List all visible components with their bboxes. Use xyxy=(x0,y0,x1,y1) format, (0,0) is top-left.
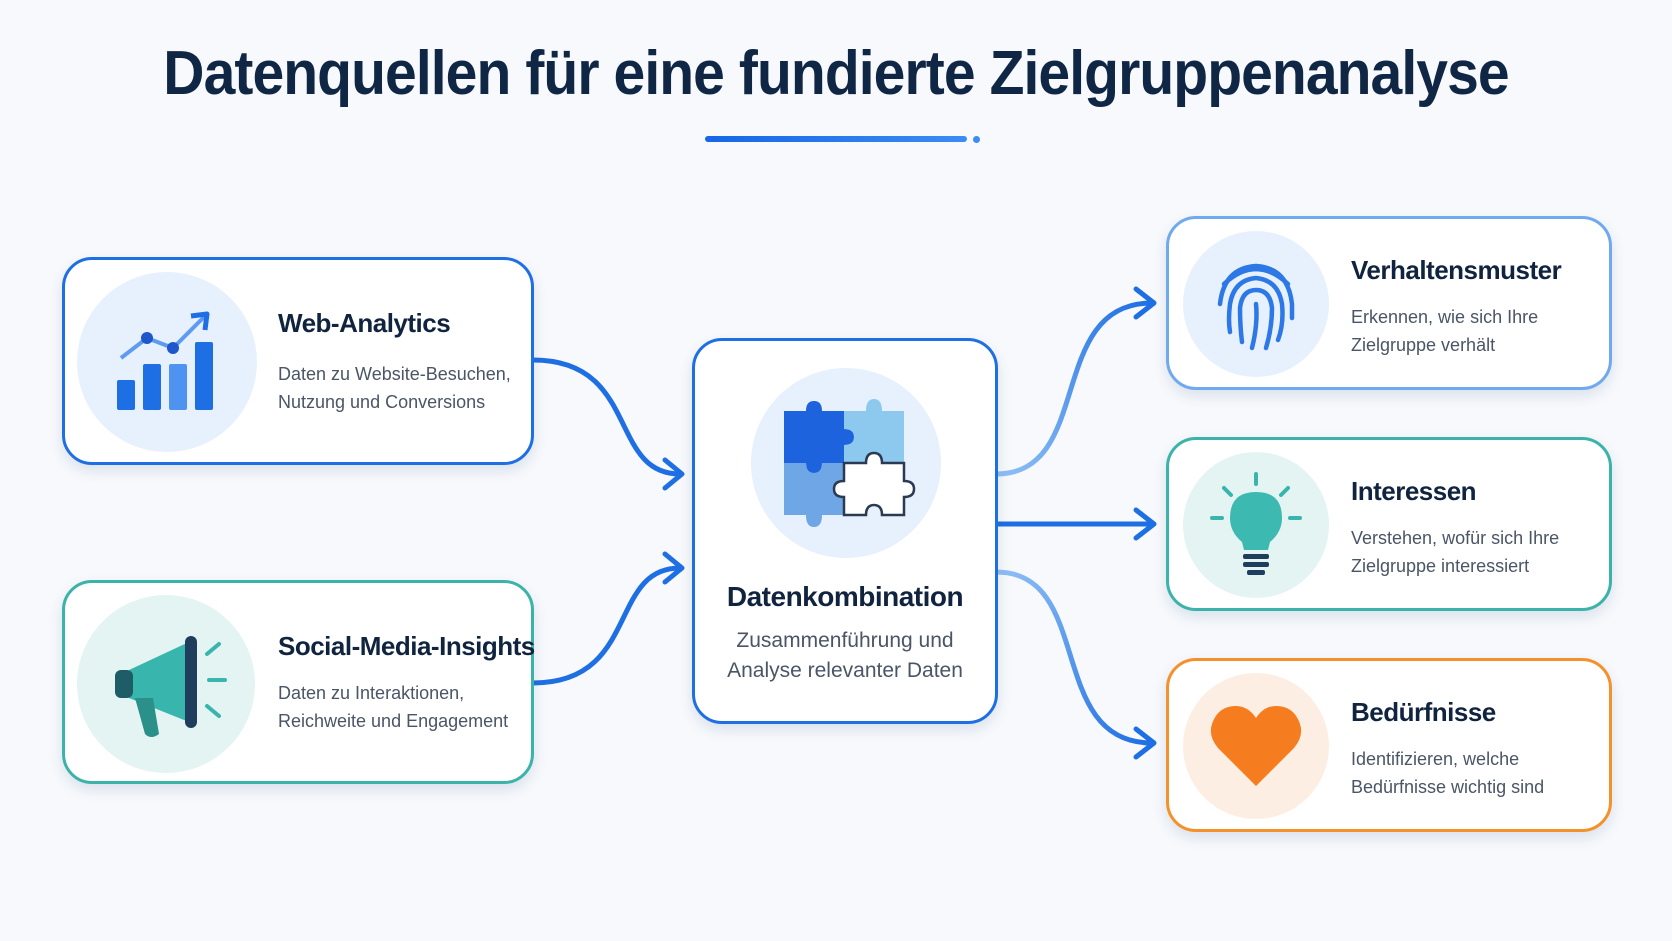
output-card-verhaltensmuster: Verhaltensmuster Erkennen, wie sich Ihre… xyxy=(1166,216,1612,390)
title-underline xyxy=(705,136,967,142)
heart-icon xyxy=(1210,706,1302,786)
arrow-center-to-behavior xyxy=(993,300,1155,477)
lightbulb-icon xyxy=(1210,472,1302,575)
page-title: Datenquellen für eine fundierte Zielgrup… xyxy=(163,39,1509,108)
source-description: Daten zu Website-Besuchen, Nutzung und C… xyxy=(278,364,511,412)
output-title: Interessen xyxy=(1351,476,1477,506)
source-title: Web-Analytics xyxy=(278,308,451,338)
output-card-beduerfnisse: Bedürfnisse Identifizieren, welche Bedür… xyxy=(1166,658,1612,832)
puzzle-icon-circle xyxy=(751,368,941,558)
bar-chart-trend-icon xyxy=(117,311,213,410)
title-underline-dot xyxy=(973,136,980,143)
output-card-interessen: Interessen Verstehen, wofür sich Ihre Zi… xyxy=(1166,437,1612,611)
source-title: Social-Media-Insights xyxy=(278,631,535,661)
fingerprint-icon xyxy=(1217,263,1295,351)
output-description: Verstehen, wofür sich Ihre Zielgruppe in… xyxy=(1351,528,1560,576)
source-description: Daten zu Interaktionen, Reichweite und E… xyxy=(278,683,509,731)
needs-icon-circle xyxy=(1183,673,1329,819)
center-title: Datenkombination xyxy=(726,581,964,612)
output-description: Erkennen, wie sich Ihre Zielgruppe verhä… xyxy=(1351,307,1539,355)
output-title: Bedürfnisse xyxy=(1351,697,1496,727)
web-analytics-icon-circle xyxy=(77,272,257,452)
output-description: Identifizieren, welche Bedürfnisse wicht… xyxy=(1351,749,1545,797)
puzzle-icon xyxy=(784,399,916,527)
megaphone-icon xyxy=(115,636,227,737)
center-description: Zusammenführung und Analyse relevanter D… xyxy=(727,629,963,682)
interests-icon-circle xyxy=(1183,452,1329,598)
center-card-datenkombination: Datenkombination Zusammenführung und Ana… xyxy=(692,338,998,724)
social-media-icon-circle xyxy=(77,595,255,773)
arrow-center-to-needs xyxy=(993,569,1155,746)
behavior-icon-circle xyxy=(1183,231,1329,377)
arrow-web-analytics-to-center xyxy=(530,357,683,477)
source-card-web-analytics: Web-Analytics Daten zu Website-Besuchen,… xyxy=(62,257,534,465)
source-card-social-media-insights: Social-Media-Insights Daten zu Interakti… xyxy=(62,580,535,784)
arrow-social-to-center xyxy=(530,565,683,686)
output-title: Verhaltensmuster xyxy=(1351,255,1562,285)
